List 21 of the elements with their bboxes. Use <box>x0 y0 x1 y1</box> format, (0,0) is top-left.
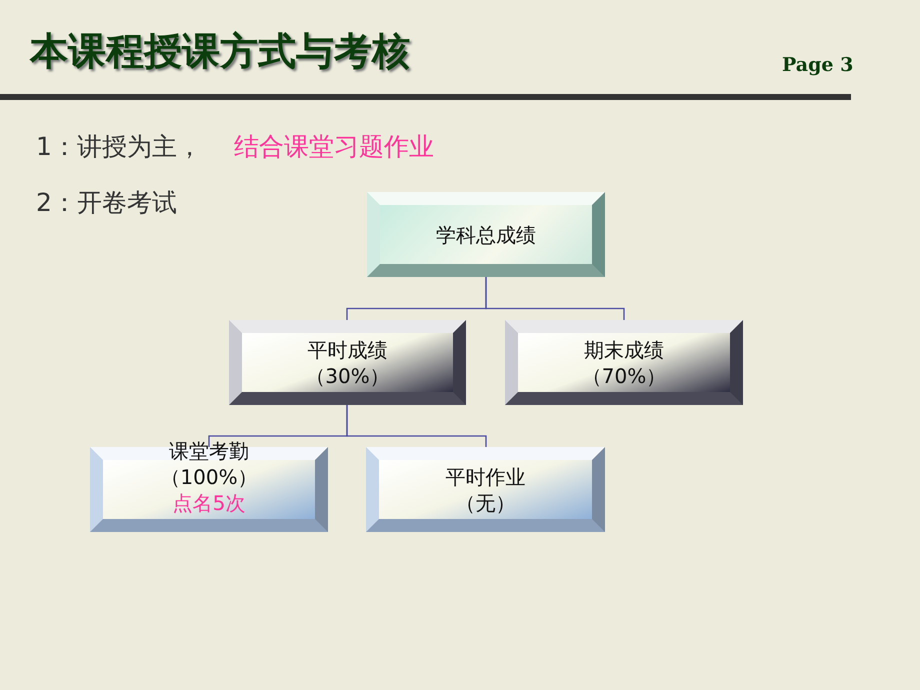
page-number: Page 3 <box>782 54 854 76</box>
connector-line <box>346 405 487 447</box>
box-text: 平时成绩 <box>308 336 388 362</box>
top-box <box>367 192 605 277</box>
box-text: 学科总成绩 <box>436 222 536 248</box>
connector-line <box>485 277 625 320</box>
box-text: （100%） <box>160 464 258 490</box>
box-text: （30%） <box>305 362 390 388</box>
list-item: 2：开卷考试 <box>36 187 177 219</box>
box-text: （70%） <box>582 362 666 388</box>
slide-title: 本课程授课方式与考核 <box>30 27 410 75</box>
box-text: 期末成绩 <box>584 336 664 362</box>
category-box <box>229 320 466 405</box>
box-text: 课堂考勤 <box>169 438 249 464</box>
box-text: 点名5次 <box>172 490 246 516</box>
highlight-text: 结合课堂习题作业 <box>234 131 434 163</box>
box-text: 平时作业 <box>446 464 526 490</box>
box-text: （无） <box>456 490 516 516</box>
list-item: 1：讲授为主， <box>36 131 202 163</box>
item-box <box>366 447 605 532</box>
category-box <box>505 320 743 405</box>
